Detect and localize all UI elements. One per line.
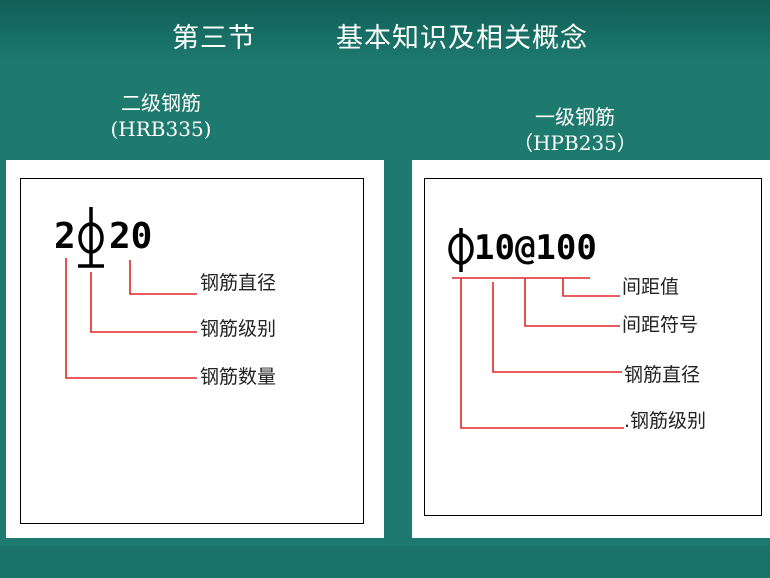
left-heading-code: (HRB335): [110, 117, 212, 141]
leader-grade-right: [460, 278, 624, 429]
hpb235-symbol-icon: [448, 228, 474, 272]
leader-count-left: [65, 258, 197, 379]
leader-spacing-symbol: [524, 278, 620, 327]
footer-band: [0, 546, 770, 578]
leader-diameter-right: [492, 282, 622, 373]
leader-diameter-left: [129, 260, 197, 295]
right-diagram-panel: [412, 160, 770, 538]
left-callout-count: 钢筋数量: [200, 366, 277, 388]
hrb335-symbol-icon: [78, 207, 104, 268]
section-number: 第三节: [172, 23, 256, 54]
leader-grade-left: [90, 272, 197, 333]
right-callout-spacing-symbol: 间距符号: [622, 314, 699, 336]
right-callout-diameter: 钢筋直径: [624, 364, 701, 386]
left-diagram-panel: [6, 160, 384, 538]
left-heading-grade: 二级钢筋: [121, 91, 201, 115]
left-diagram-frame: [20, 178, 364, 524]
right-panel-heading: 一级钢筋 （HPB235）: [500, 104, 650, 156]
right-heading-code: （HPB235）: [513, 131, 637, 155]
left-callout-grade: 钢筋级别: [200, 318, 277, 340]
section-topic: 基本知识及相关概念: [336, 23, 588, 54]
left-callout-diameter: 钢筋直径: [200, 272, 277, 294]
left-bar-diameter: 20: [109, 216, 153, 257]
title-band: [0, 0, 770, 92]
left-bar-count: 2: [54, 216, 76, 257]
right-notation-spec: 10@100: [474, 228, 597, 268]
left-panel-heading: 二级钢筋 (HRB335): [96, 90, 226, 142]
right-heading-grade: 一级钢筋: [535, 105, 615, 129]
right-callout-grade: .钢筋级别: [624, 410, 707, 432]
right-callout-spacing-value: 间距值: [622, 276, 680, 298]
right-diagram-frame: [424, 178, 762, 516]
leader-spacing-value: [562, 278, 620, 297]
